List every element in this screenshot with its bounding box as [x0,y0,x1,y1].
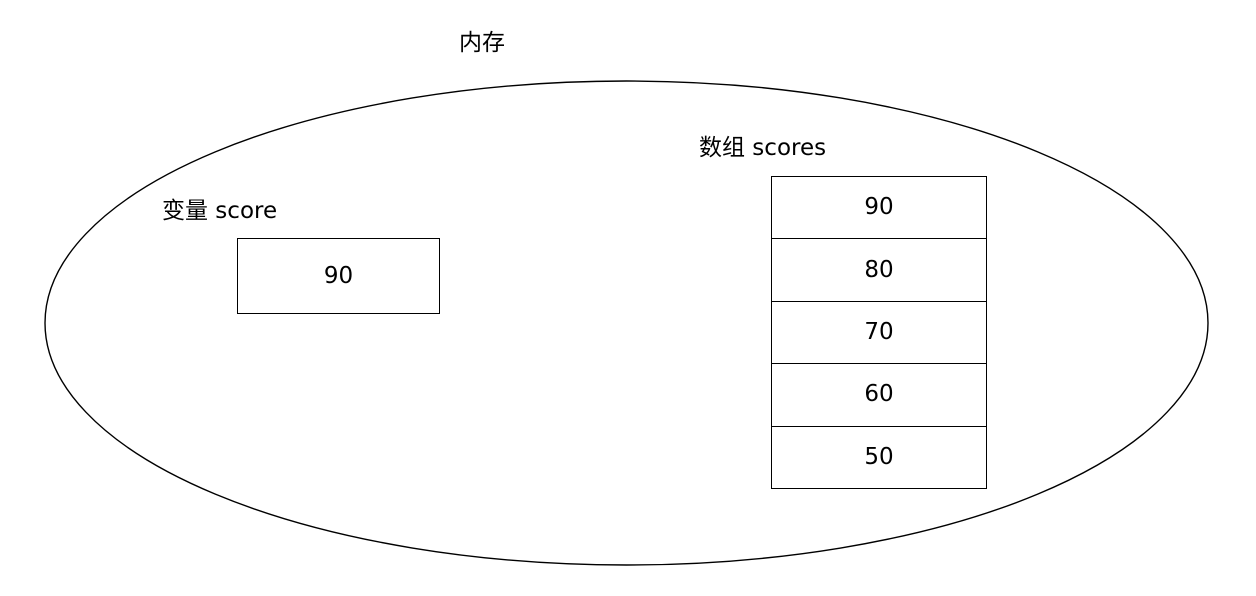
array-cell: 50 [772,427,986,488]
array-cell: 80 [772,239,986,302]
variable-box: 90 [237,238,440,314]
array-cell: 90 [772,177,986,240]
array-label: 数组 scores [699,135,827,161]
page-title: 内存 [459,30,505,56]
array-cell-value: 90 [864,194,894,221]
array-cell-value: 70 [864,319,894,346]
variable-label: 变量 score [162,198,278,224]
array-cell: 60 [772,364,986,427]
memory-ellipse [44,80,1209,566]
array-cell-value: 80 [864,256,894,283]
array-table: 90 80 70 60 50 [771,176,987,489]
array-cell: 70 [772,302,986,365]
variable-value: 90 [323,262,354,289]
array-cell-value: 60 [864,381,894,408]
array-cell-value: 50 [864,443,894,470]
